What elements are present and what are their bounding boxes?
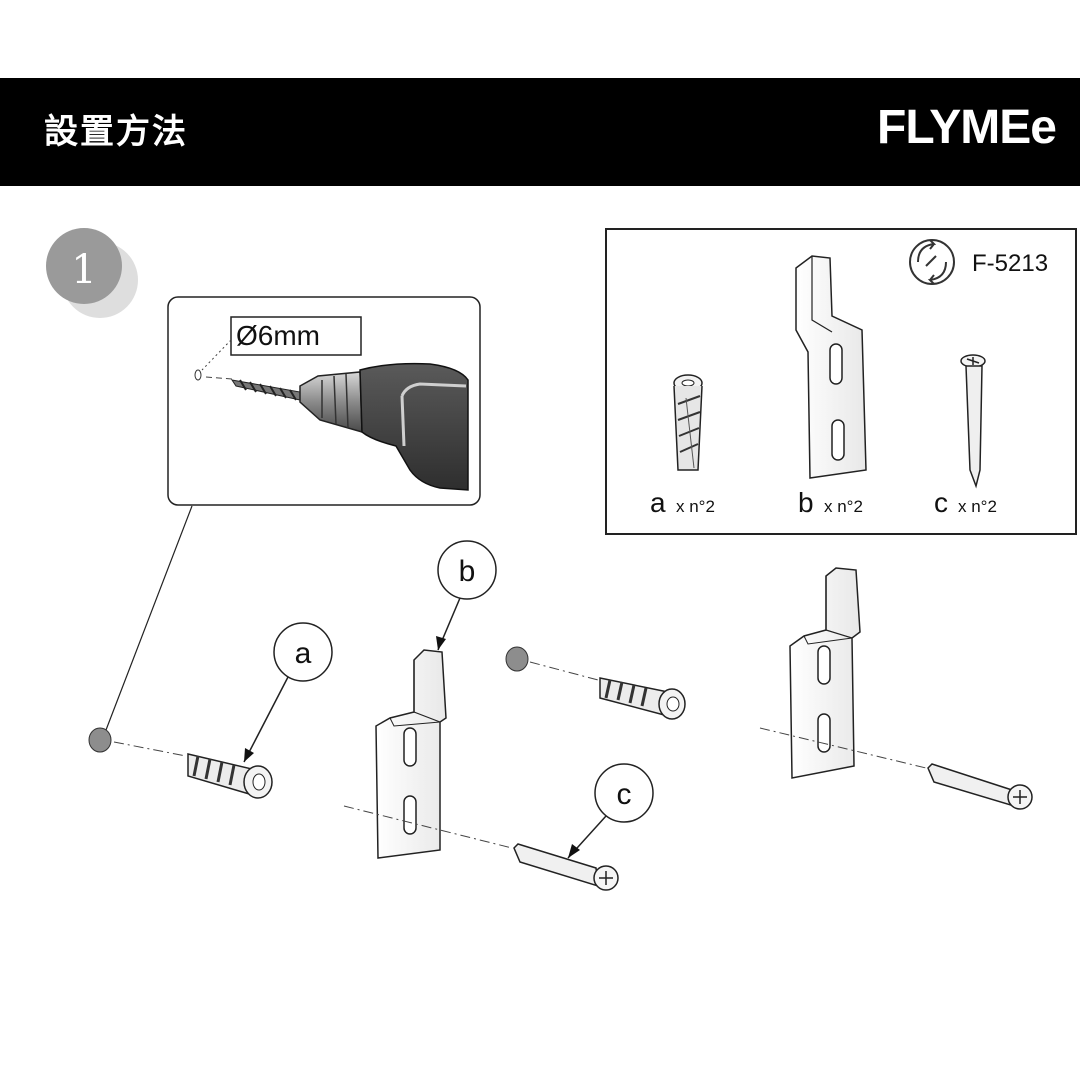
brand-logo: FLYMEe — [877, 101, 1057, 154]
part-a-qty: x n°2 — [676, 497, 715, 516]
drill-size-box — [230, 316, 362, 356]
part-a-wall-plug — [673, 374, 703, 471]
callout-a: a — [243, 622, 333, 763]
part-b-bracket — [795, 255, 867, 479]
part-c-screw — [960, 354, 986, 489]
screw-left — [513, 843, 619, 891]
wall-plug-right — [599, 677, 686, 720]
detail-leader-line — [105, 505, 193, 731]
model-number: F-5213 — [972, 250, 1048, 277]
recycle-icon — [909, 239, 955, 285]
wall-hole-right — [505, 646, 529, 672]
callout-a-letter: a — [295, 637, 312, 670]
part-b-qty: x n°2 — [824, 497, 863, 516]
step-badge: 1 — [46, 228, 138, 318]
part-c-letter: c — [934, 487, 948, 518]
axis-line-right-1 — [529, 661, 599, 681]
page-title: 設置方法 — [44, 112, 188, 152]
parts-box: F-5213 a x n°2 b x n°2 — [605, 228, 1077, 535]
part-a-label: a x n°2 — [650, 487, 715, 518]
callout-b: b — [436, 540, 497, 651]
wall-hole-left — [88, 727, 112, 753]
part-a-letter: a — [650, 487, 666, 518]
part-c-qty: x n°2 — [958, 497, 997, 516]
drill-size-label: Ø6mm — [236, 320, 320, 351]
bracket-left — [375, 649, 447, 859]
part-b-letter: b — [798, 487, 814, 518]
drill-body — [359, 362, 469, 491]
axis-line-left-2 — [343, 805, 513, 849]
drill-detail-box: Ø6mm — [167, 296, 481, 506]
part-c-label: c x n°2 — [934, 487, 997, 518]
axis-line-right-2 — [759, 727, 927, 769]
part-b-label: b x n°2 — [798, 487, 863, 518]
step-number: 1 — [71, 247, 96, 293]
bracket-right — [789, 567, 861, 779]
callout-c: c — [567, 763, 654, 859]
callout-b-letter: b — [459, 555, 476, 588]
screw-right — [927, 763, 1033, 810]
wall-plug-left — [187, 753, 273, 799]
callout-c-letter: c — [617, 778, 632, 811]
header-bar: 設置方法 FLYMEe — [0, 78, 1080, 186]
axis-line-left-1 — [113, 741, 187, 757]
